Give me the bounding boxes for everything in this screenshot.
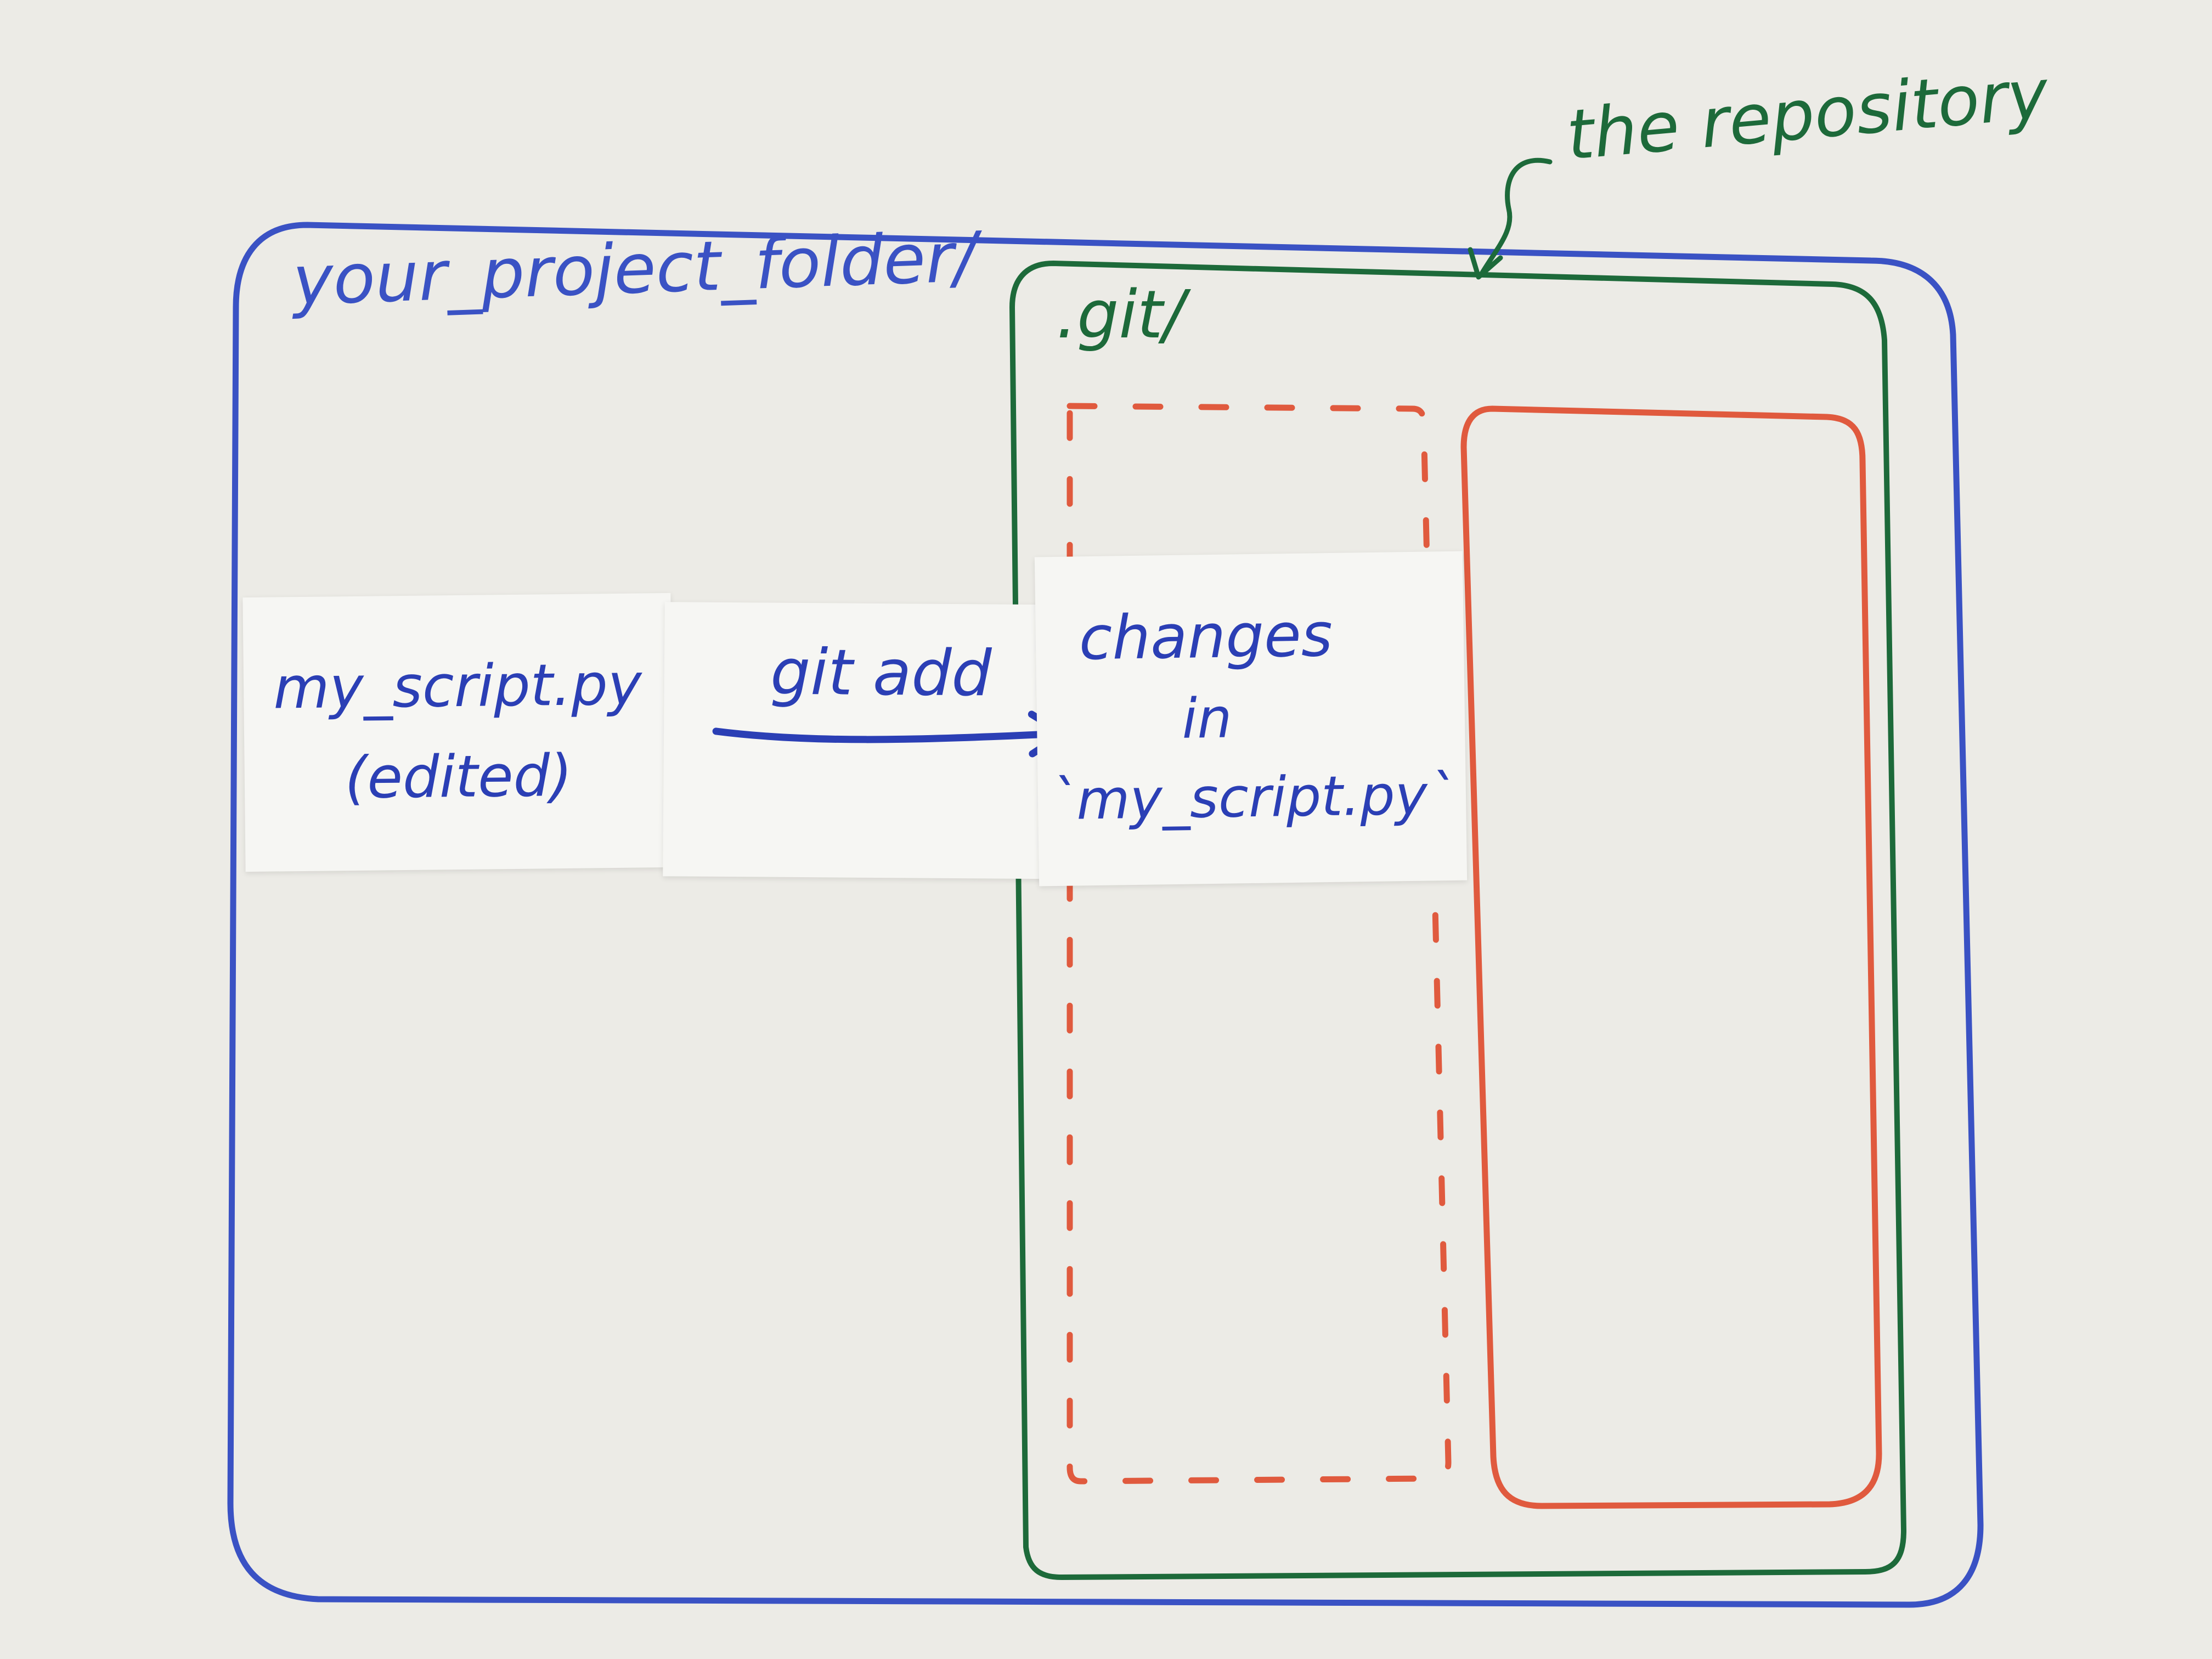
git-add-arrow — [712, 710, 1067, 758]
edited-file-note: my_script.py (edited) — [242, 592, 674, 872]
staged-changes-line2: in — [1181, 686, 1233, 751]
staged-changes-line3: `my_script.py` — [1048, 762, 1455, 833]
edited-file-state: (edited) — [344, 742, 573, 812]
repository-pointer-arrowhead — [1468, 247, 1503, 280]
repository-pointer-line — [1479, 157, 1553, 277]
git-add-note: git add — [663, 602, 1098, 879]
staging-area-box — [1066, 403, 1452, 1485]
repository-label: the repository — [1564, 54, 2052, 176]
staged-changes-note: changes in `my_script.py` — [1034, 551, 1468, 887]
git-folder-label: .git/ — [1056, 277, 1192, 353]
git-folder-box — [1009, 261, 1906, 1580]
edited-file-name: my_script.py — [273, 651, 642, 722]
project-folder-box — [227, 222, 1984, 1608]
project-folder-label: your_project_folder/ — [289, 217, 985, 321]
staged-changes-line1: changes — [1078, 599, 1333, 674]
commits-area-box — [1460, 405, 1882, 1509]
